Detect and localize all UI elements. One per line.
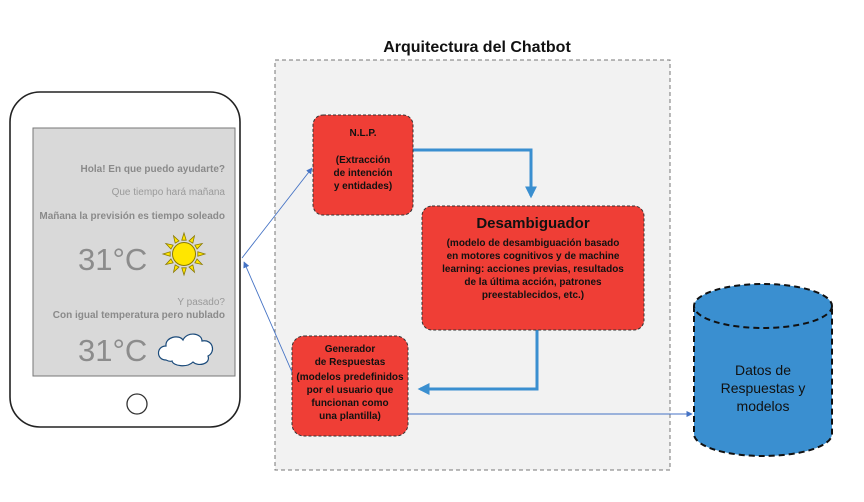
temperature-2: 31°C [78, 333, 147, 368]
phone-home-button [126, 393, 148, 415]
temperature-1: 31°C [78, 242, 147, 277]
desambiguador-line-3: learning: acciones previas, resultados [442, 264, 624, 275]
database-line-2: Respuestas y [721, 380, 806, 396]
desambiguador-line-2: en motores cognitivos y de machine [447, 251, 620, 262]
sun-ray [164, 258, 174, 266]
desambiguador-title: Desambiguador [476, 215, 590, 232]
diagram-title: Arquitectura del Chatbot [383, 39, 571, 56]
chat-message-3: Mañana la previsión es tiempo soleado [39, 211, 225, 222]
nlp-to-desambiguador-arrow [413, 148, 537, 199]
database-line-1: Datos de [735, 362, 791, 378]
nlp-title: N.L.P. [349, 128, 376, 139]
phone-screen [32, 127, 236, 377]
chat-message-2: Que tiempo hará mañana [112, 187, 226, 198]
generador-line-4: una plantilla) [319, 411, 381, 422]
generador-title-2: de Respuestas [315, 357, 386, 368]
sun-ray [188, 264, 196, 274]
phone-to-nlp-line [241, 167, 313, 259]
desambiguador-line-4: de la última acción, patrones [464, 277, 602, 288]
generador-line-2: por el usuario que [307, 385, 394, 396]
smartphone: Hola! En que puedo ayudarte? Que tiempo … [9, 91, 241, 428]
sun-ray [164, 242, 174, 250]
sun-ray [172, 234, 180, 244]
generador-line-3: funcionan como [311, 398, 388, 409]
sun-ray [197, 251, 207, 257]
chat-message-5: Con igual temperatura pero nublado [53, 310, 225, 321]
sun-ray [181, 231, 187, 241]
nlp-line-2: de intención [334, 168, 393, 179]
nlp-line-3: y entidades) [334, 181, 392, 192]
nlp-box: N.L.P. (Extracción de intención y entida… [312, 114, 414, 216]
chat-message-4: Y pasado? [177, 297, 225, 308]
generador-line-1: (modelos predefinidos [296, 372, 404, 383]
sun-ray [194, 242, 204, 250]
desambiguador-box: Desambiguador (modelo de desambiguación … [421, 205, 645, 331]
database-cylinder: Datos de Respuestas y modelos [693, 283, 833, 457]
sun-ray [181, 267, 187, 277]
cloud-icon [157, 333, 214, 367]
sun-icon [161, 231, 207, 277]
desambiguador-line-1: (modelo de desambiguación basado [447, 238, 620, 249]
generador-title-1: Generador [325, 344, 376, 355]
sun-ray [161, 251, 171, 257]
sun-ray [194, 258, 204, 266]
desambiguador-line-5: preestablecidos, etc.) [482, 290, 584, 301]
generator-to-phone-line [243, 261, 293, 373]
nlp-line-1: (Extracción [336, 155, 390, 166]
generador-box: Generador de Respuestas (modelos predefi… [291, 335, 409, 437]
database-line-3: modelos [737, 398, 790, 414]
sun-ray [172, 264, 180, 274]
desambiguador-to-generador-arrow [417, 330, 539, 395]
sun-ray [188, 234, 196, 244]
chat-message-1: Hola! En que puedo ayudarte? [81, 164, 225, 175]
